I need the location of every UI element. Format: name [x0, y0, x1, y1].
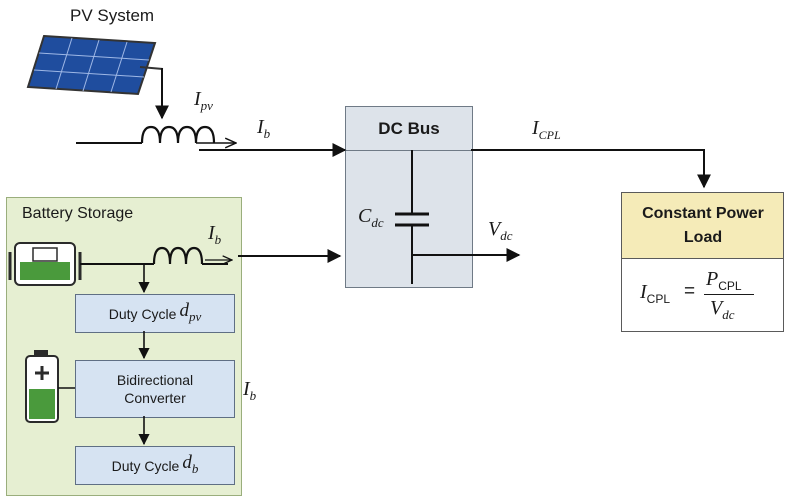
pv-system-title: PV System — [70, 6, 155, 25]
bidirectional-converter-box — [75, 360, 235, 418]
load-title: Constant Power Load — [642, 205, 764, 246]
i-b-label-top: Ib — [257, 116, 271, 141]
duty-cycle-pv-box — [75, 294, 235, 333]
i-cpl-label: ICPL — [532, 117, 561, 142]
pv-inductor-icon — [140, 125, 216, 144]
dc-bus-title: DC Bus — [378, 119, 440, 138]
i-pv-label: Ipv — [194, 88, 213, 113]
duty-cycle-b-box — [75, 446, 235, 485]
solar-panel-icon — [26, 34, 164, 96]
battery-storage-title: Battery Storage — [22, 205, 134, 222]
battery-bottom-icon — [25, 350, 59, 423]
dc-bus-box — [345, 106, 473, 288]
load-eq-equals: = — [684, 281, 696, 302]
dc-bus-header — [345, 106, 471, 151]
cdc-label: Cdc — [358, 205, 384, 230]
load-eq-lhs: ICPL — [640, 281, 671, 306]
i-b-label-battery: Ib — [208, 222, 222, 247]
i-b-label-converter: Ib — [243, 378, 257, 403]
load-eq-numerator: PCPL — [706, 268, 742, 293]
bidirectional-converter-label: Bidirectional Converter — [116, 372, 194, 406]
load-eq-denominator: Vdc — [710, 297, 735, 322]
duty-cycle-b-label: Duty Cycle db — [111, 451, 199, 476]
battery-inductor-icon — [152, 246, 204, 265]
bus-to-load-line — [471, 149, 711, 189]
battery-top-icon — [8, 242, 82, 286]
load-eq-fraction-bar — [704, 294, 754, 295]
vdc-label: Vdc — [488, 218, 513, 243]
load-header — [622, 193, 783, 259]
duty-cycle-pv-label: Duty Cycle dpv — [108, 299, 202, 324]
